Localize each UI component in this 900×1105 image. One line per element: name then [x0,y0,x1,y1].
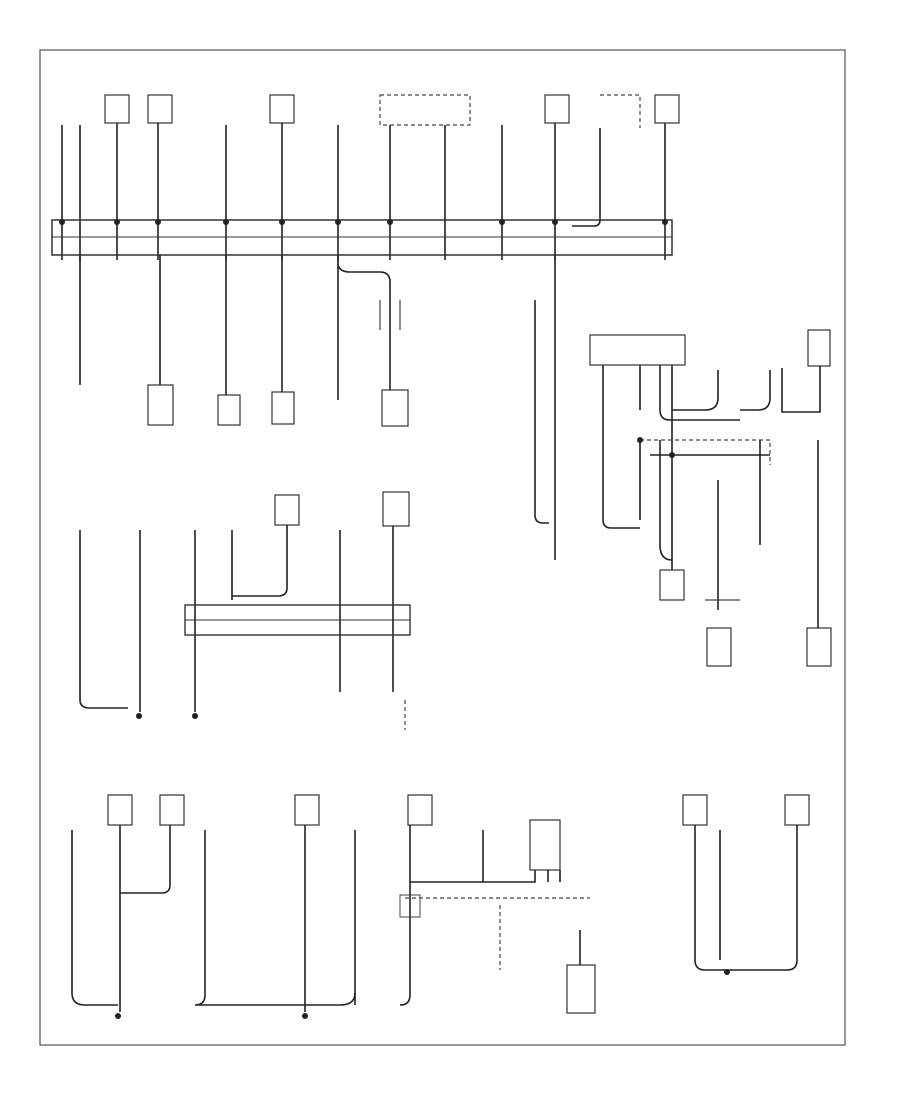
component-box [566,964,596,1014]
component-box [529,819,561,871]
top-splices [59,219,668,225]
left-middle-circuit [79,491,411,730]
connector-bar [51,219,673,256]
component-box [654,94,680,124]
top-components [104,94,680,128]
component-box [294,794,320,826]
component-box [274,494,300,526]
component-box [807,329,831,367]
component-box [269,94,295,124]
top-wires [61,123,666,262]
component-box [381,389,409,427]
component-box [107,794,133,826]
component-box [589,334,686,366]
component-box [159,794,185,826]
component-box [147,94,173,124]
component-box [659,569,685,601]
component-box [806,627,832,667]
component-box [382,491,410,527]
component-box [271,391,295,425]
component-box [407,794,433,826]
mid-left-wires [79,255,409,427]
component-box [147,384,174,426]
component-box [544,94,570,124]
component-box [784,794,810,826]
component-dashed [379,94,471,126]
component-dashed [600,94,641,128]
component-box [682,794,708,826]
component-box [217,394,241,426]
bottom-circuit [71,794,810,1019]
component-box [104,94,130,124]
right-middle-circuit [534,255,832,667]
diagram-frame [39,49,846,1046]
component-box [706,627,732,667]
